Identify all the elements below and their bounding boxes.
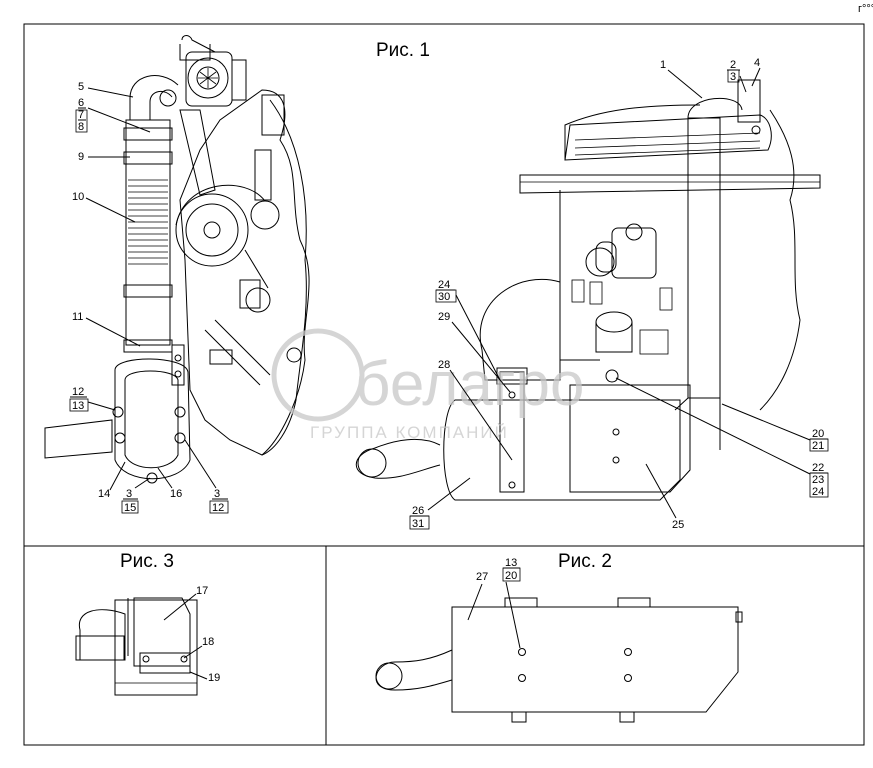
exhaust-pipe xyxy=(687,117,721,399)
watermark-tagline: ГРУППА КОМПАНИЙ xyxy=(310,423,509,442)
callout-19: 19 xyxy=(208,672,220,684)
corner-mark: г°°° xyxy=(858,3,873,15)
callout-13: 13 xyxy=(72,400,84,412)
outer-frame xyxy=(23,23,865,746)
fig1-left-callouts: 5 6 7 8 9 10 11 12 13 14 3 15 16 3 12 xyxy=(69,81,229,514)
fig1-title: Рис. 1 xyxy=(376,40,430,61)
intake-hose xyxy=(125,119,171,346)
fig3-assembly xyxy=(75,597,198,696)
turbocharger-outline xyxy=(187,57,229,99)
fig2-title: Рис. 2 xyxy=(558,551,612,572)
muffler-bracket xyxy=(499,371,525,493)
muffler-outlet xyxy=(355,439,441,479)
callout-13-fig2: 13 xyxy=(505,557,517,569)
intake-elbow xyxy=(114,358,191,480)
callout-30: 30 xyxy=(438,291,450,303)
fig2-callouts: 13 20 27 xyxy=(467,557,521,649)
fig1-right-assembly xyxy=(355,79,821,501)
watermark: белагро ГРУППА КОМПАНИЙ xyxy=(271,328,584,442)
callout-24: 24 xyxy=(812,486,824,498)
fig1-left-assembly xyxy=(44,35,310,484)
callout-14: 14 xyxy=(98,488,110,500)
callout-15: 15 xyxy=(124,502,136,514)
fig2-assembly xyxy=(375,597,743,723)
callout-21: 21 xyxy=(812,440,824,452)
heat-shield xyxy=(569,384,691,493)
callout-5: 5 xyxy=(78,81,84,93)
callout-28: 28 xyxy=(438,359,450,371)
callout-1: 1 xyxy=(660,59,666,71)
callout-3-right: 3 xyxy=(214,488,220,500)
callout-18: 18 xyxy=(202,636,214,648)
callout-3-top: 3 xyxy=(730,71,736,83)
callout-12: 12 xyxy=(72,386,84,398)
callout-20: 20 xyxy=(812,428,824,440)
callout-25: 25 xyxy=(672,519,684,531)
pulley xyxy=(175,193,249,267)
fig1-right-callouts: 1 2 3 4 24 30 29 28 20 21 22 23 24 25 26… xyxy=(409,57,829,531)
callout-7: 7 xyxy=(78,109,84,121)
callout-2: 2 xyxy=(730,59,736,71)
callout-29: 29 xyxy=(438,311,450,323)
callout-23: 23 xyxy=(812,474,824,486)
fig3-title: Рис. 3 xyxy=(120,551,174,572)
callout-11: 11 xyxy=(72,311,83,323)
callout-12-right: 12 xyxy=(212,502,224,514)
callout-6: 6 xyxy=(78,97,84,109)
callout-8: 8 xyxy=(78,121,84,133)
callout-27: 27 xyxy=(476,571,488,583)
callout-17: 17 xyxy=(196,585,208,597)
callout-16: 16 xyxy=(170,488,182,500)
muffler-body xyxy=(443,399,681,501)
fig2-muffler-body xyxy=(451,606,739,713)
callout-24-top: 24 xyxy=(438,279,450,291)
callout-31: 31 xyxy=(412,518,424,530)
watermark-brand: белагро xyxy=(355,350,584,419)
fig3-callouts: 17 18 19 xyxy=(163,585,220,684)
callout-26: 26 xyxy=(412,505,424,517)
callout-22: 22 xyxy=(812,462,824,474)
callout-10: 10 xyxy=(72,191,84,203)
callout-3-left: 3 xyxy=(126,488,132,500)
callout-20-fig2: 20 xyxy=(505,570,517,582)
callout-4: 4 xyxy=(754,57,760,69)
callout-9: 9 xyxy=(78,151,84,163)
